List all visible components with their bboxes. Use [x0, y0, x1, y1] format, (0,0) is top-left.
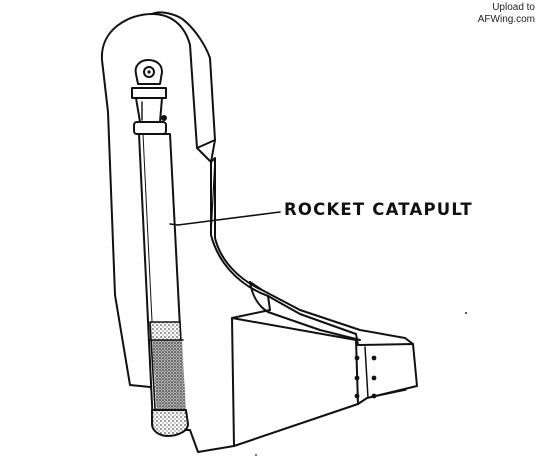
callout-label-rocket-catapult: ROCKET CATAPULT: [284, 200, 473, 219]
watermark-line-1: Upload to: [492, 2, 535, 13]
watermark-line-2: AFWing.com: [477, 14, 535, 25]
watermark: Upload to AFWing.com: [478, 2, 535, 26]
seat-side-panel: [210, 157, 263, 291]
seat-pan: [231, 281, 418, 447]
rocket-catapult: [131, 59, 189, 437]
callout-leader-line: [177, 211, 281, 226]
seat-back: [100, 11, 271, 453]
